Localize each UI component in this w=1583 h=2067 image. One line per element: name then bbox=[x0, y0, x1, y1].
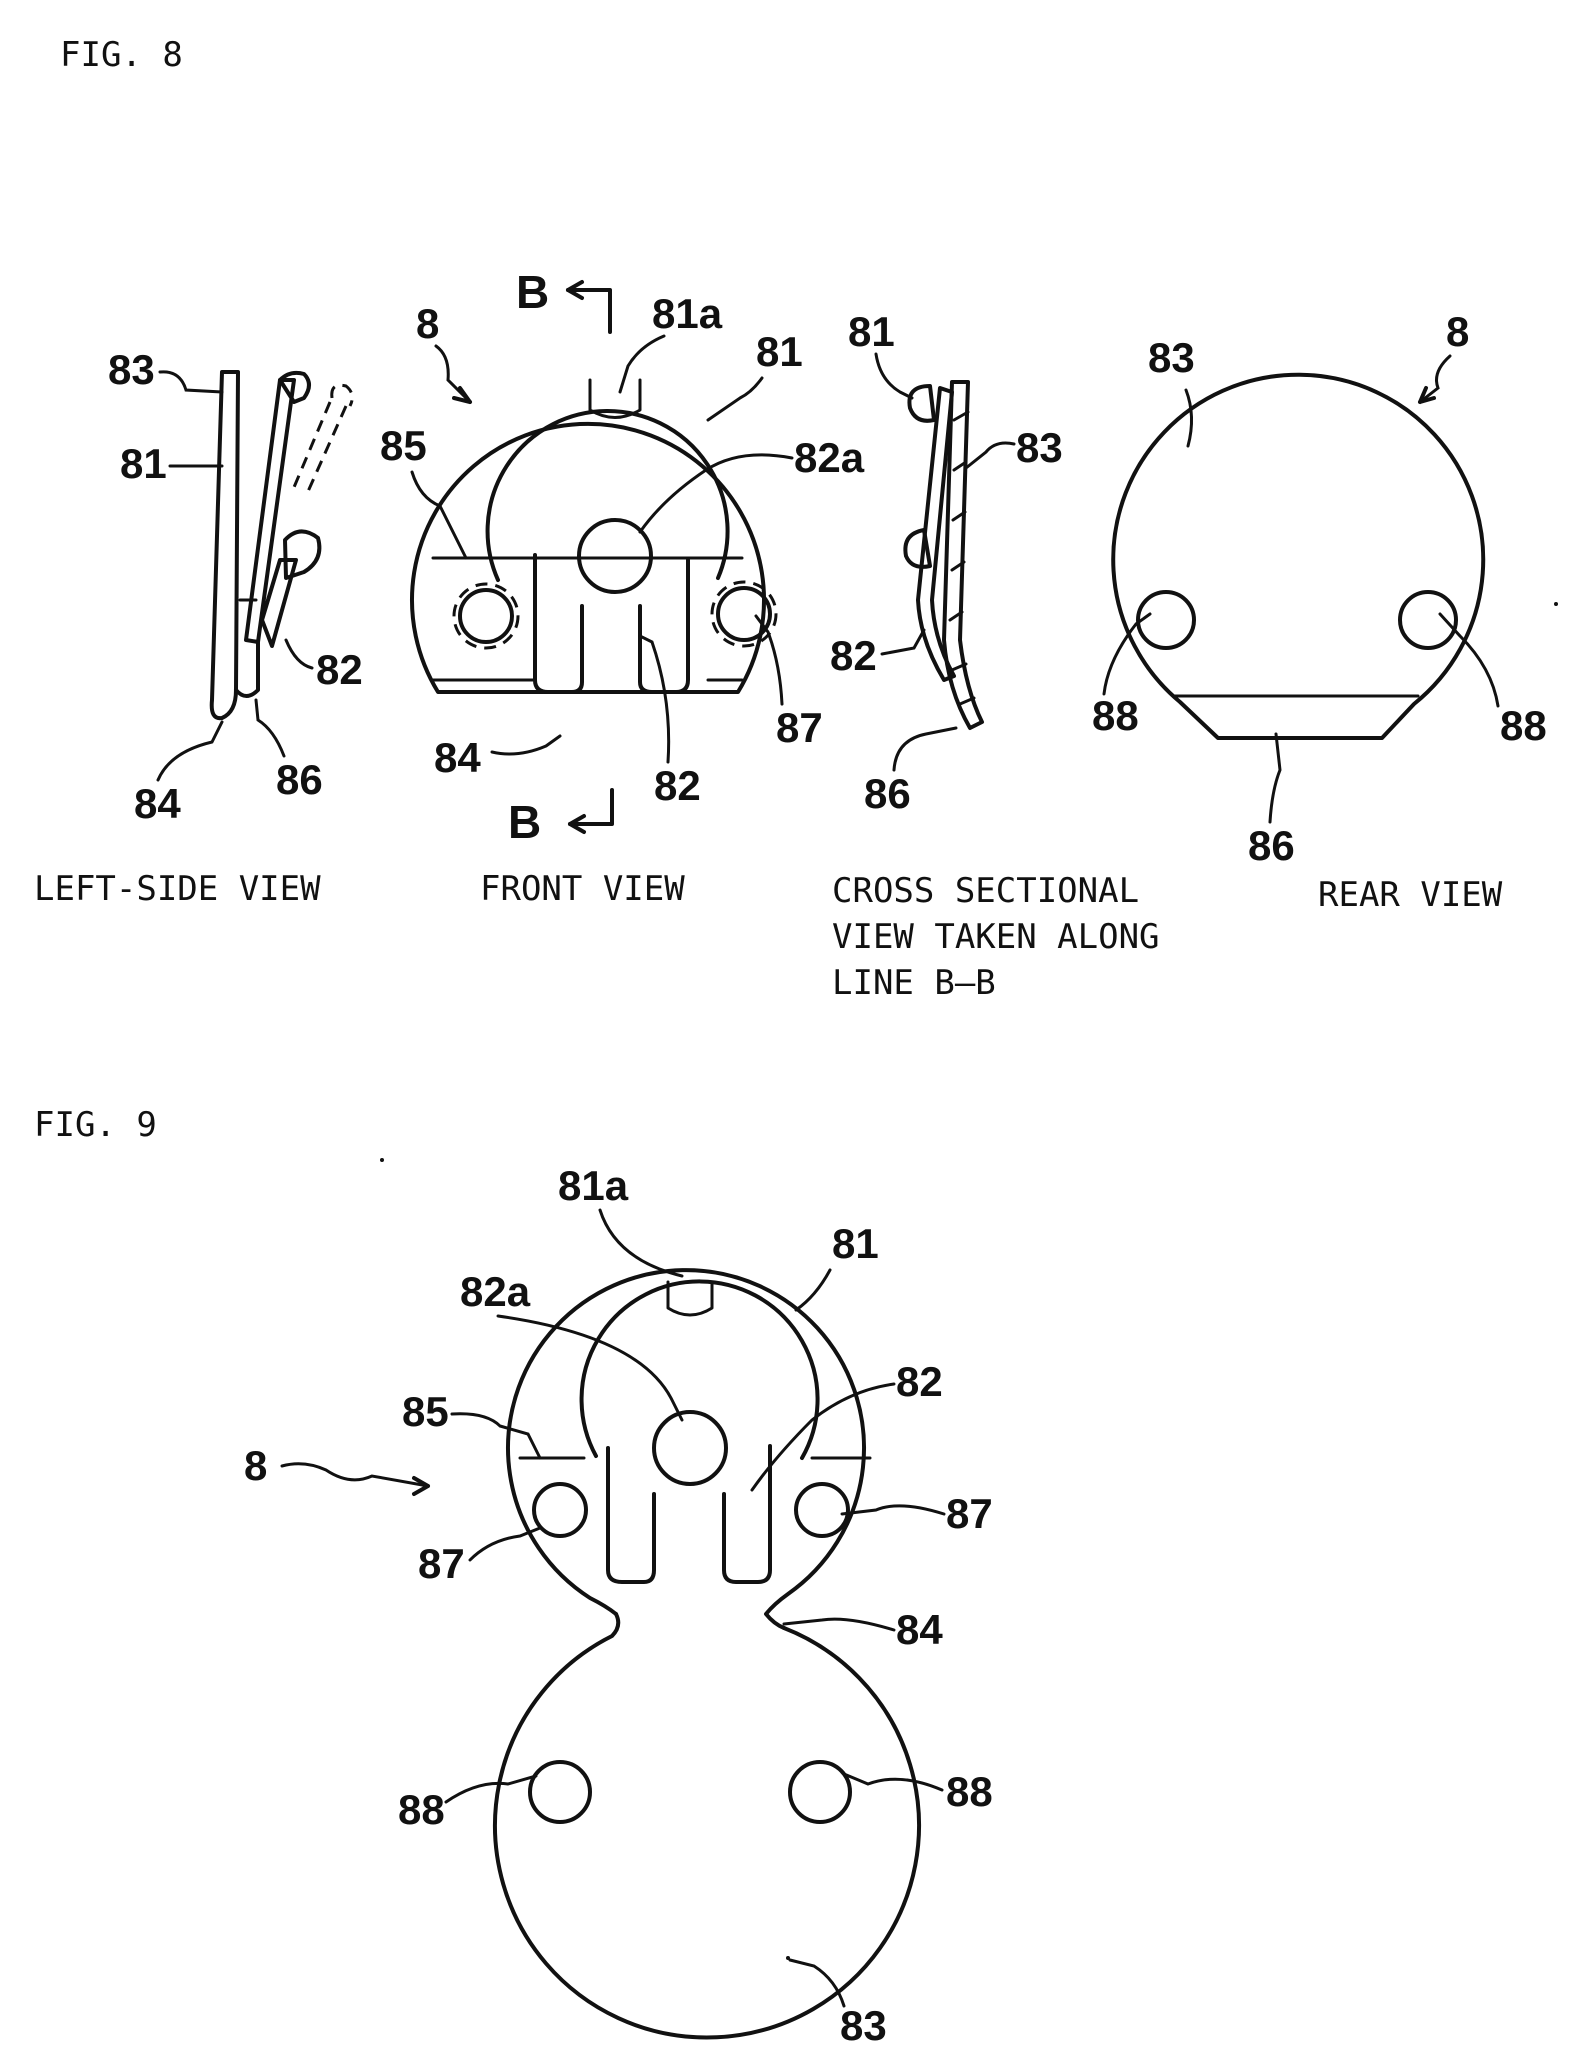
left-leader-84 bbox=[158, 722, 222, 780]
left-side-caption: LEFT-SIDE VIEW bbox=[34, 869, 321, 909]
front-refs: 8 81a 81 85 82a 87 84 82 bbox=[380, 290, 865, 809]
fig8-title: FIG. 8 bbox=[60, 35, 183, 75]
section-caption-line-2: VIEW TAKEN ALONG bbox=[832, 917, 1160, 957]
left-ref-83: 83 bbox=[108, 346, 155, 393]
section-ref-81: 81 bbox=[848, 308, 895, 355]
fig9-ref-82: 82 bbox=[896, 1358, 943, 1405]
front-ref-8: 8 bbox=[416, 300, 439, 347]
rear-caption: REAR VIEW bbox=[1318, 875, 1503, 915]
rear-ref-88-right: 88 bbox=[1500, 702, 1547, 749]
rear-ref-8: 8 bbox=[1446, 308, 1469, 355]
fig9-ref-8: 8 bbox=[244, 1442, 267, 1489]
fig9-leader-81a bbox=[600, 1210, 682, 1276]
front-leader-81a bbox=[620, 336, 664, 392]
section-ref-83: 83 bbox=[1016, 424, 1063, 471]
fig9-ref-87-right: 87 bbox=[946, 1490, 993, 1537]
fig9-leader-84 bbox=[784, 1619, 894, 1630]
left-ref-81: 81 bbox=[120, 440, 167, 487]
front-leader-82a bbox=[640, 455, 792, 532]
fig9-leader-83 bbox=[790, 1960, 844, 2006]
fig9-developed-view bbox=[495, 1270, 932, 2037]
fig9-ref-82a: 82a bbox=[460, 1268, 531, 1315]
front-ref-82: 82 bbox=[654, 762, 701, 809]
section-ref-82: 82 bbox=[830, 632, 877, 679]
left-leader-86 bbox=[256, 700, 284, 756]
fig9-ref-85: 85 bbox=[402, 1388, 449, 1435]
front-leader-84 bbox=[492, 736, 560, 754]
fig9-title: FIG. 9 bbox=[34, 1105, 157, 1145]
scan-speck bbox=[1554, 602, 1558, 606]
section-leader-86 bbox=[894, 728, 956, 770]
cross-section-view bbox=[905, 382, 982, 728]
section-caption-line-3: LINE B–B bbox=[832, 963, 996, 1003]
fig9-leader-88-left bbox=[446, 1776, 536, 1802]
fig9-ref-88-left: 88 bbox=[398, 1786, 445, 1833]
left-ref-84: 84 bbox=[134, 780, 181, 827]
section-leader-82 bbox=[882, 630, 924, 654]
left-leader-82 bbox=[286, 640, 312, 668]
section-marker-bottom: B bbox=[508, 796, 541, 848]
scan-speck bbox=[786, 1956, 790, 1960]
cross-section-caption: CROSS SECTIONAL VIEW TAKEN ALONG LINE B–… bbox=[832, 871, 1160, 1003]
front-caption: FRONT VIEW bbox=[480, 869, 685, 909]
fig9-leader-88-right bbox=[844, 1774, 942, 1790]
section-marker-top: B bbox=[516, 266, 549, 318]
fig9-leader-85 bbox=[452, 1414, 540, 1458]
section-ref-86: 86 bbox=[864, 770, 911, 817]
fig9-leader-8 bbox=[282, 1464, 428, 1486]
left-leader-83 bbox=[160, 372, 222, 392]
fig9-leader-87-left bbox=[470, 1528, 540, 1560]
section-leader-81 bbox=[876, 354, 912, 398]
section-arrow-top bbox=[568, 290, 610, 332]
rear-ref-86: 86 bbox=[1248, 822, 1295, 869]
section-leader-83 bbox=[966, 443, 1014, 468]
left-ref-82: 82 bbox=[316, 646, 363, 693]
rear-leader-86 bbox=[1270, 734, 1280, 822]
fig9-ref-83: 83 bbox=[840, 2002, 887, 2049]
left-ref-86: 86 bbox=[276, 756, 323, 803]
rear-refs: 8 83 88 88 86 bbox=[1092, 308, 1547, 869]
rear-ref-88-left: 88 bbox=[1092, 692, 1139, 739]
front-view bbox=[412, 380, 776, 692]
scan-speck bbox=[380, 1158, 384, 1162]
fig9-leader-82 bbox=[752, 1384, 894, 1490]
fig9-ref-84: 84 bbox=[896, 1606, 943, 1653]
front-leader-82 bbox=[640, 636, 669, 762]
front-ref-81: 81 bbox=[756, 328, 803, 375]
fig9-ref-81: 81 bbox=[832, 1220, 879, 1267]
front-ref-82a: 82a bbox=[794, 434, 865, 481]
section-caption-line-1: CROSS SECTIONAL bbox=[832, 871, 1139, 911]
front-leader-81 bbox=[708, 378, 762, 420]
fig9-ref-88-right: 88 bbox=[946, 1768, 993, 1815]
fig9-leader-87-right bbox=[842, 1506, 944, 1514]
front-ref-81a: 81a bbox=[652, 290, 723, 337]
rear-view bbox=[1113, 375, 1483, 738]
rear-leader-83 bbox=[1186, 390, 1192, 446]
fig9-ref-81a: 81a bbox=[558, 1162, 629, 1209]
front-ref-87: 87 bbox=[776, 704, 823, 751]
front-ref-84: 84 bbox=[434, 734, 481, 781]
front-ref-85: 85 bbox=[380, 422, 427, 469]
rear-ref-83: 83 bbox=[1148, 334, 1195, 381]
fig9-ref-87-left: 87 bbox=[418, 1540, 465, 1587]
